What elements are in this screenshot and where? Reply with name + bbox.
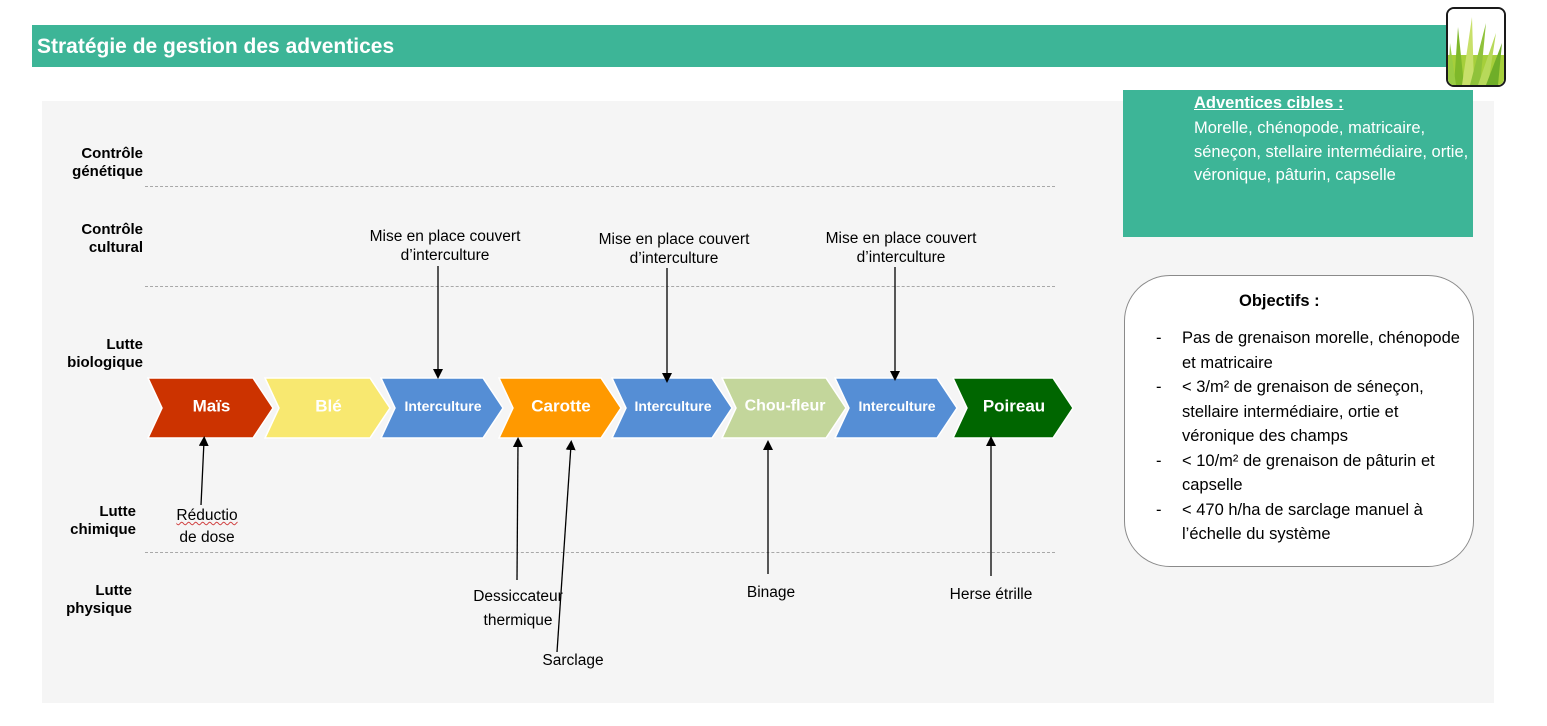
- physical-action-2: Sarclage: [542, 652, 604, 669]
- rotation-step-label: Carotte: [531, 397, 591, 416]
- objective-item: < 470 h/ha de sarclage manuel à l’échell…: [1156, 498, 1461, 547]
- rotation-step-3: [379, 377, 504, 439]
- title-bar: [32, 25, 1472, 67]
- action-arrow: [198, 436, 209, 506]
- rotation-step-label: Maïs: [193, 397, 231, 416]
- grass-logo-icon: [1446, 7, 1506, 87]
- physical-action-4: Herse étrille: [949, 586, 1033, 603]
- action-arrow: [556, 440, 576, 653]
- rotation-step-label: Chou-fleur: [745, 398, 826, 415]
- rotation-step-6: [720, 377, 847, 439]
- action-arrow: [512, 437, 523, 581]
- rotation-step-2: [263, 377, 391, 439]
- objectives-title: Objectifs :: [1239, 292, 1320, 310]
- target-weeds-box: [1123, 90, 1473, 237]
- rotation-step-label: Poireau: [983, 397, 1045, 416]
- objective-item: < 10/m² de grenaison de pâturin et capse…: [1156, 449, 1461, 498]
- rotation-step-label: Interculture: [404, 398, 481, 414]
- row-divider: [145, 186, 1055, 187]
- objective-item: < 3/m² de grenaison de séneçon, stellair…: [1156, 375, 1461, 449]
- target-weeds-text: Morelle, chénopode, matricaire, séneçon,…: [1194, 119, 1469, 184]
- objectives-list: Pas de grenaison morelle, chénopode et m…: [1156, 326, 1461, 547]
- objective-item: Pas de grenaison morelle, chénopode et m…: [1156, 326, 1461, 375]
- rotation-step-7: [833, 377, 958, 439]
- rotation-step-5: [610, 377, 733, 439]
- row-divider: [145, 552, 1055, 553]
- rotation-step-label: Interculture: [858, 398, 935, 414]
- target-weeds-title: Adventices cibles :: [1194, 94, 1344, 112]
- rotation-step-4: [497, 377, 622, 439]
- rotation-step-8: [951, 377, 1074, 439]
- rotation-step-label: Interculture: [634, 398, 711, 414]
- rotation-step-1: [146, 377, 274, 439]
- page-title: Stratégie de gestion des adventices: [37, 35, 395, 58]
- physical-action-3: Binage: [746, 584, 796, 601]
- row-divider: [145, 286, 1055, 287]
- rotation-step-label: Blé: [315, 397, 341, 416]
